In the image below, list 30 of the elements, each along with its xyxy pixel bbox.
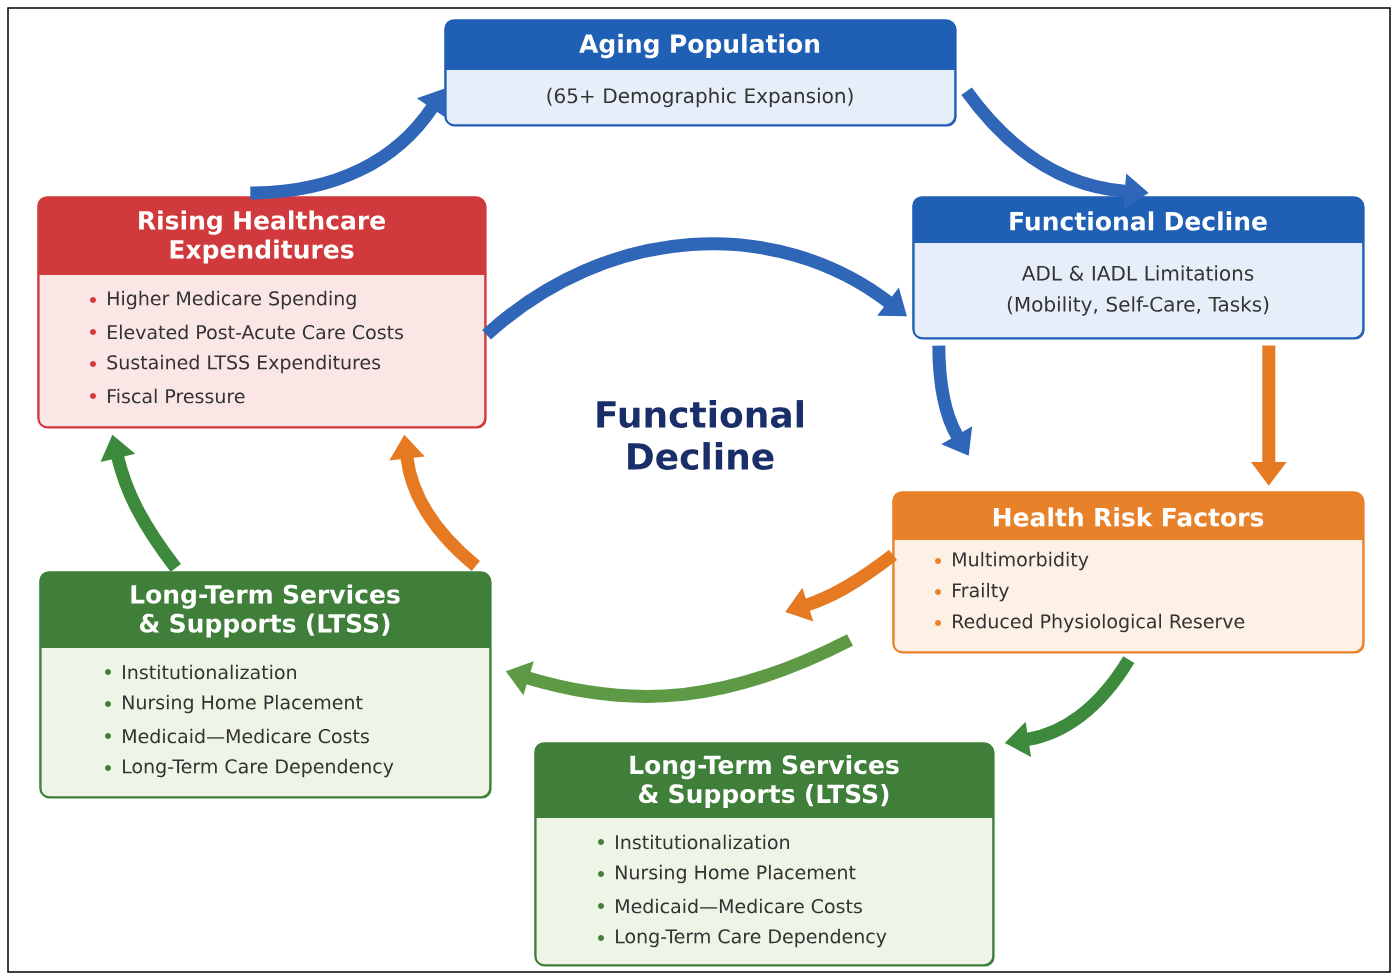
bullet-item: Frailty (935, 582, 1009, 602)
bullet-item: Sustained LTSS Expenditures (90, 354, 381, 374)
bullet-item: Medicaid—Medicare Costs (105, 728, 369, 744)
bullet-item: Institutionalization (598, 834, 789, 850)
bullet-item: Elevated Post-Acute Care Costs (90, 324, 404, 340)
process-box (912, 196, 1365, 340)
box-heading: Long-Term Services & Supports (LTSS) (630, 754, 899, 809)
box-heading: Long-Term Services & Supports (LTSS) (131, 584, 400, 638)
bullet-item: Long-Term Care Dependency (105, 758, 394, 778)
process-box (37, 196, 487, 429)
bullet-item: Institutionalization (105, 664, 296, 680)
process-box (892, 491, 1365, 654)
center-title: Functional Decline (597, 400, 803, 470)
bullet-item: Long-Term Care Dependency (598, 928, 887, 948)
bullet-item: Multimorbidity (935, 551, 1089, 571)
process-box (39, 571, 492, 799)
box-text: ADL & IADL Limitations (Mobility, Self-Care, Tasks) (1007, 265, 1269, 316)
bullet-item: Nursing Home Placement (105, 694, 363, 714)
bullet-item: Reduced Physiological Reserve (935, 613, 1245, 633)
bullet-item: Medicaid—Medicare Costs (598, 898, 862, 914)
box-heading: Health Risk Factors (993, 507, 1264, 527)
box-text: (65+ Demographic Expansion) (547, 87, 853, 108)
box-heading: Functional Decline (1010, 211, 1267, 231)
process-box (444, 19, 957, 127)
box-heading: Rising Healthcare Expenditures (139, 210, 385, 264)
bullet-item: Nursing Home Placement (598, 864, 856, 884)
bullet-item: Fiscal Pressure (90, 388, 245, 404)
process-box (534, 742, 995, 967)
bullet-item: Higher Medicare Spending (90, 290, 356, 310)
box-heading: Aging Population (579, 33, 820, 59)
